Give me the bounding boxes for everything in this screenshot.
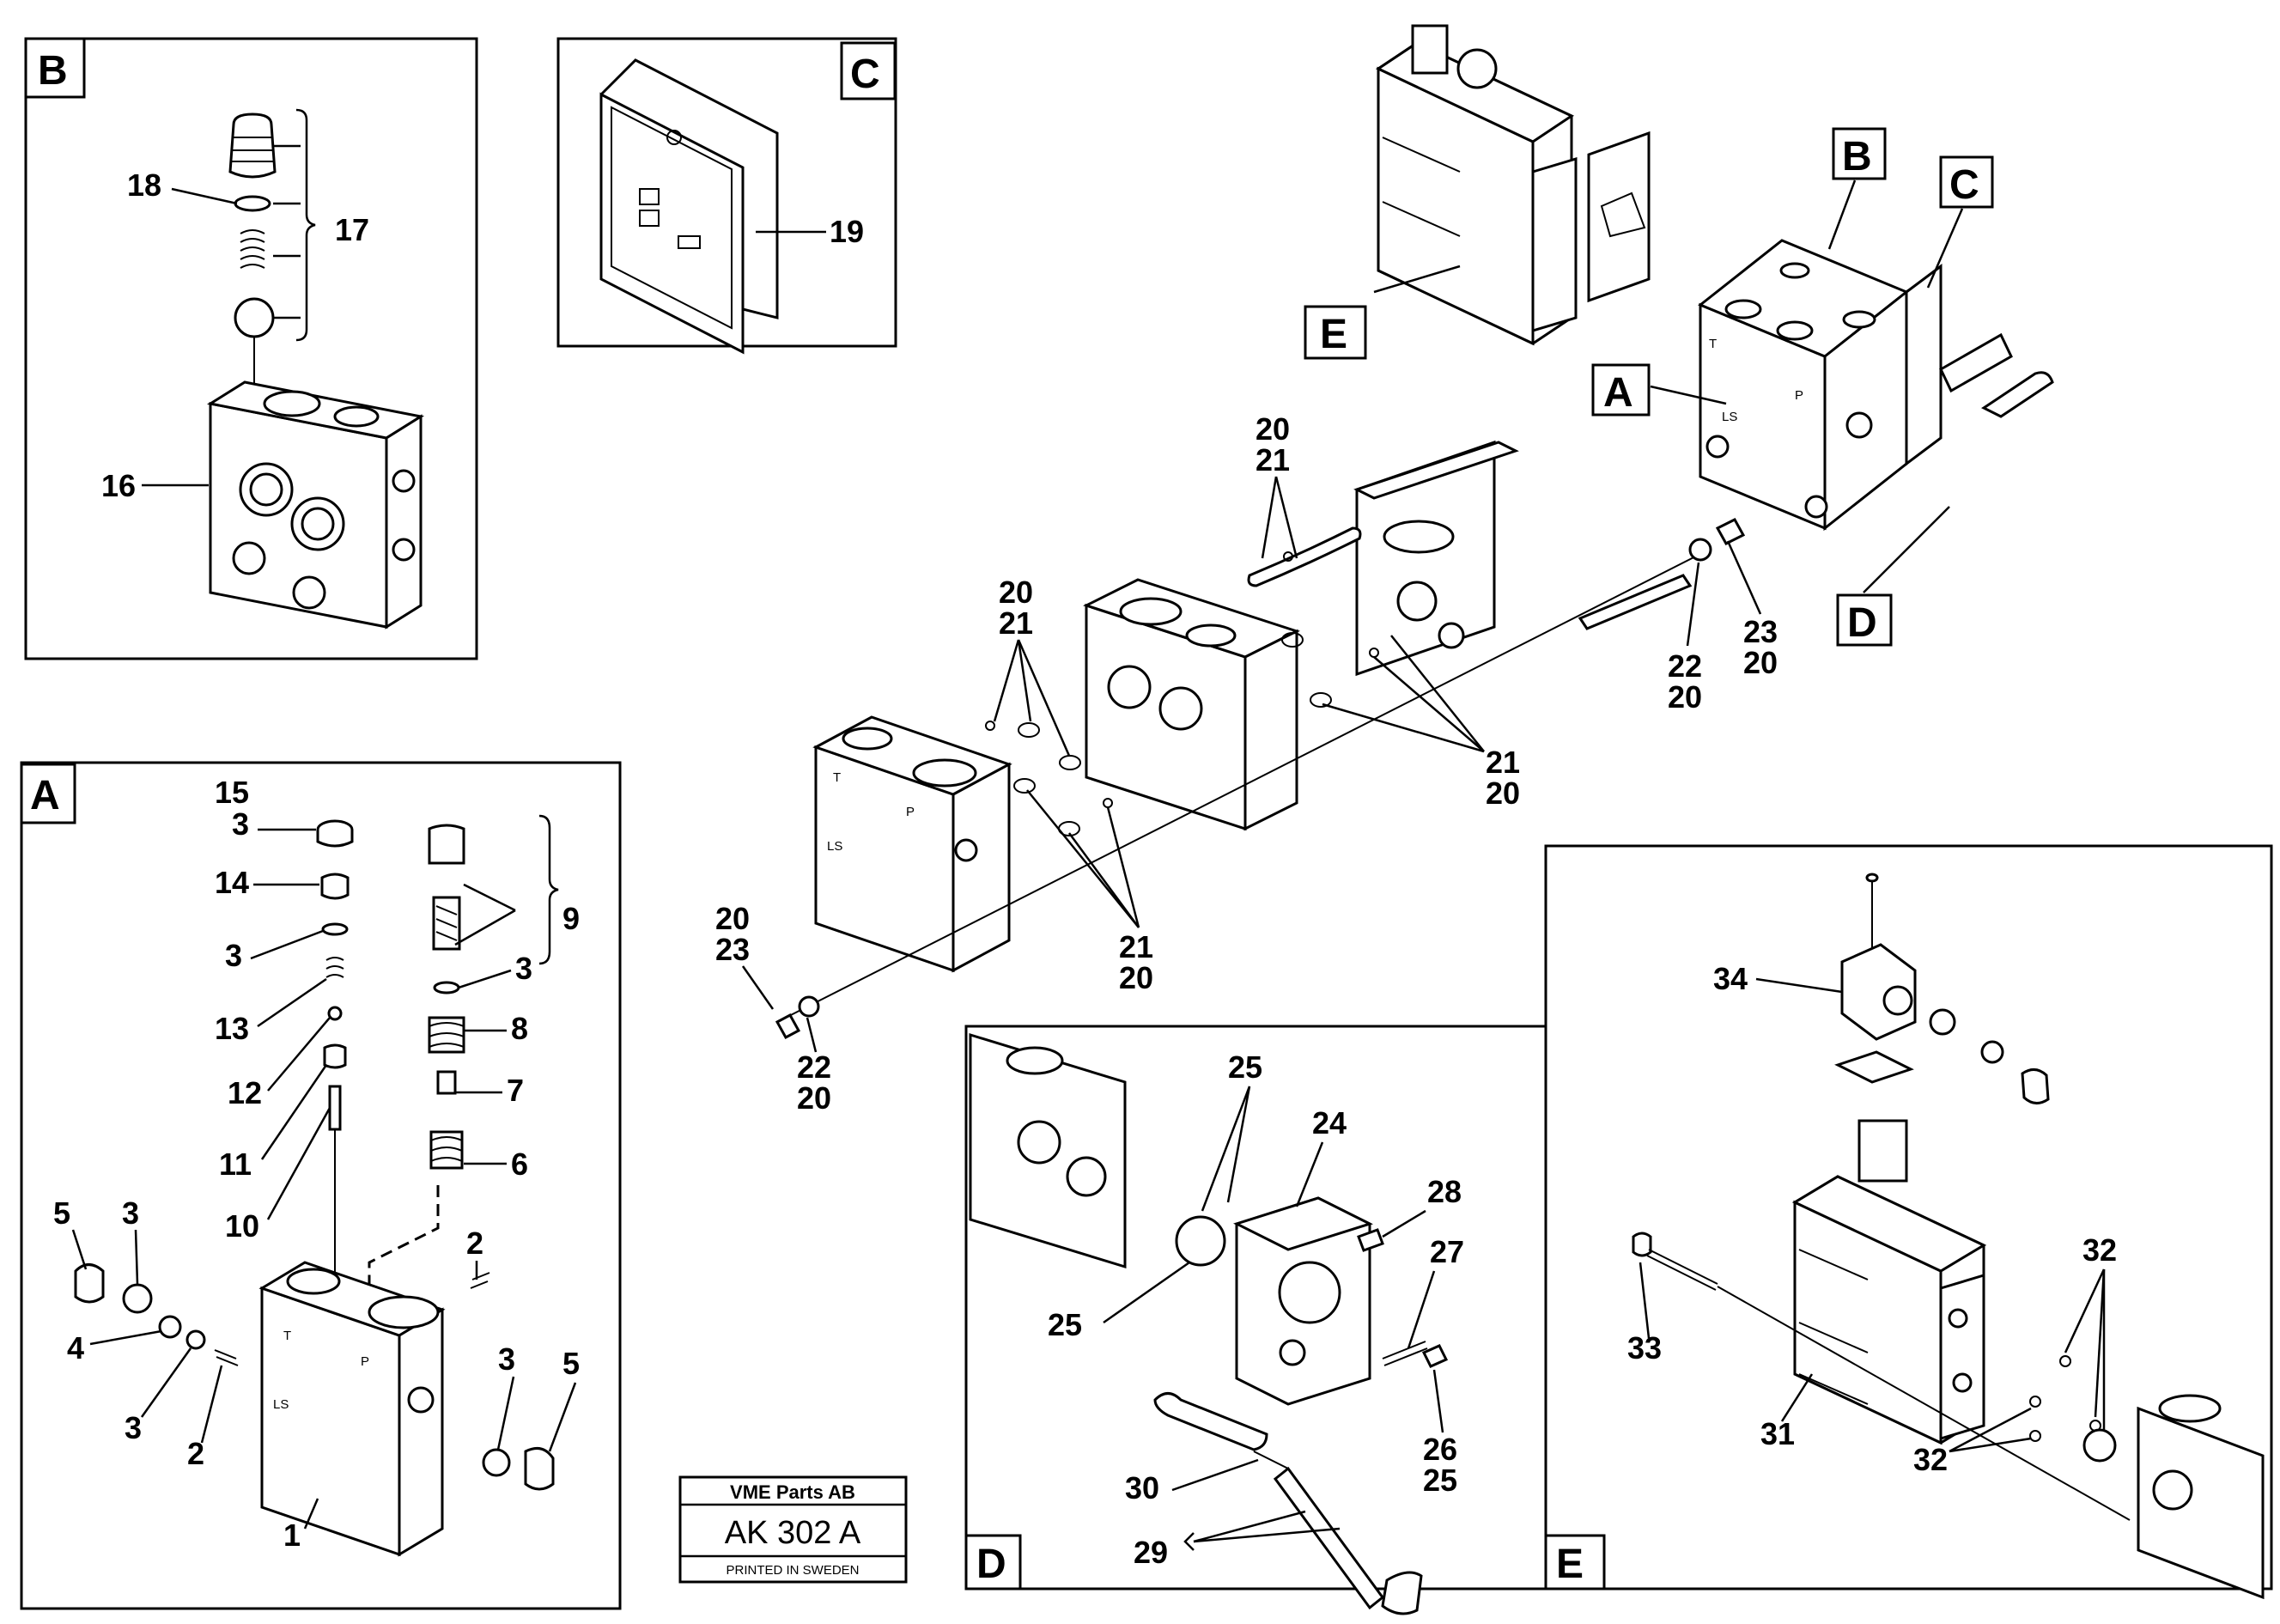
title-stamp: VME Parts AB AK 302 A PRINTED IN SWEDEN (678, 1475, 908, 1584)
pointer-b: B (1842, 134, 1872, 179)
label-2b: 2 (187, 1436, 204, 1471)
label-32-bottom: 32 (1913, 1442, 1948, 1477)
inset-d: D 25 24 28 25 27 26 25 (964, 1025, 1547, 1615)
label-25-left: 25 (1048, 1307, 1082, 1342)
label-23-end: 23 (715, 932, 750, 967)
marking-p-main: P (906, 805, 915, 819)
inlet-section-1: T P LS (258, 1261, 446, 1557)
pointer-e: E (1320, 312, 1347, 357)
label-30: 30 (1125, 1470, 1159, 1505)
label-21-left: 21 (999, 605, 1033, 641)
inset-a: A T P (20, 761, 622, 1610)
marking-ls-assembled: LS (1722, 410, 1737, 424)
middle-section (1083, 578, 1300, 831)
inlet-section-main: T P LS (812, 715, 1012, 973)
label-29: 29 (1134, 1535, 1168, 1570)
label-8: 8 (511, 1011, 528, 1046)
stamp-code: AK 302 A (725, 1515, 861, 1551)
pointer-d: D (1847, 600, 1877, 646)
label-5b: 5 (562, 1346, 580, 1381)
stamp-company: VME Parts AB (730, 1481, 855, 1503)
label-20-top: 20 (1256, 411, 1290, 447)
valve-section-16 (206, 380, 425, 630)
label-22-end: 22 (797, 1049, 831, 1085)
label-7: 7 (507, 1073, 524, 1108)
inset-a-letter: A (30, 773, 60, 818)
label-9: 9 (562, 901, 580, 936)
label-6: 6 (511, 1147, 528, 1182)
label-23-right: 23 (1743, 614, 1778, 649)
solenoid-unit-top (1375, 24, 1651, 346)
pointer-c: C (1949, 162, 1979, 208)
label-20-right3: 20 (1743, 645, 1778, 680)
label-26: 26 (1423, 1432, 1457, 1467)
label-2a: 2 (466, 1226, 483, 1261)
cover-plate-19 (599, 58, 779, 355)
label-3a: 3 (232, 806, 249, 842)
label-15: 15 (215, 775, 249, 810)
label-10: 10 (225, 1208, 259, 1244)
label-12: 12 (228, 1075, 262, 1110)
stamp-footer: PRINTED IN SWEDEN (726, 1563, 859, 1578)
inset-b-letter: B (38, 48, 68, 94)
assembled-valve: T P LS (1698, 239, 2054, 532)
marking-p-assembled: P (1795, 388, 1803, 403)
label-20-end2: 20 (797, 1080, 831, 1116)
inset-d-letter: D (976, 1542, 1006, 1587)
label-19: 19 (830, 214, 864, 249)
label-28: 28 (1427, 1174, 1462, 1209)
inset-e-letter: E (1556, 1542, 1584, 1587)
marking-t-main: T (833, 770, 841, 785)
label-18: 18 (127, 167, 161, 203)
label-20-right2: 20 (1668, 679, 1702, 715)
pointer-a: A (1603, 370, 1633, 416)
label-21-low: 21 (1119, 929, 1153, 964)
label-21-top: 21 (1256, 442, 1290, 477)
label-20-end: 20 (715, 901, 750, 936)
label-31: 31 (1760, 1416, 1795, 1451)
label-3d: 3 (122, 1195, 139, 1231)
label-20-low: 20 (1119, 960, 1153, 995)
label-25-bottom: 25 (1423, 1463, 1457, 1498)
label-4: 4 (67, 1330, 84, 1365)
inset-b: B 18 17 (24, 37, 478, 660)
label-3f: 3 (498, 1341, 515, 1377)
label-33: 33 (1627, 1330, 1662, 1365)
label-32-top: 32 (2082, 1232, 2117, 1268)
label-3e: 3 (125, 1410, 142, 1445)
end-plate (1353, 440, 1519, 677)
label-1: 1 (283, 1518, 301, 1553)
label-27: 27 (1430, 1234, 1464, 1269)
label-22-right: 22 (1668, 648, 1702, 684)
main-assembly: T P LS T (715, 24, 2054, 1116)
marking-t: T (283, 1329, 291, 1343)
label-3b: 3 (225, 938, 242, 973)
inset-e: E 34 32 (1544, 844, 2273, 1600)
label-20-left: 20 (999, 575, 1033, 610)
label-3c: 3 (515, 951, 532, 986)
label-5a: 5 (53, 1195, 70, 1231)
label-17: 17 (335, 212, 369, 247)
label-16: 16 (101, 468, 136, 503)
label-13: 13 (215, 1011, 249, 1046)
label-11: 11 (219, 1147, 252, 1182)
label-34: 34 (1713, 961, 1748, 996)
inset-c-letter: C (850, 52, 880, 97)
label-25-top: 25 (1228, 1049, 1262, 1085)
marking-ls-main: LS (827, 839, 842, 854)
label-21-right: 21 (1486, 745, 1520, 780)
label-14: 14 (215, 865, 249, 900)
marking-ls: LS (273, 1397, 289, 1412)
label-20-right: 20 (1486, 776, 1520, 811)
marking-p: P (361, 1354, 369, 1369)
marking-t-assembled: T (1709, 337, 1717, 351)
label-24: 24 (1312, 1105, 1347, 1140)
inset-c: C 19 (556, 37, 897, 355)
